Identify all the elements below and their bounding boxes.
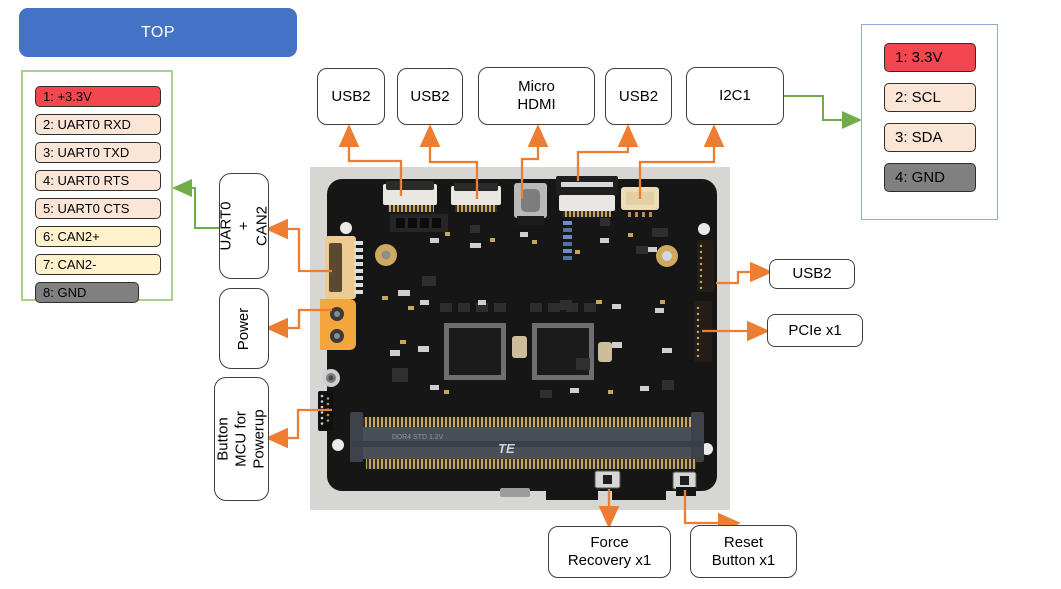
callout-power: Power <box>219 288 269 369</box>
sodimm-marking: DDR4 STD 1.2V <box>392 434 444 441</box>
right-pinout-table: 1: 3.3V 2: SCL 3: SDA 4: GND <box>861 24 998 220</box>
pin-row: 2: SCL <box>884 83 976 112</box>
micro-hdmi-connector <box>514 183 547 225</box>
callout-reset-button: Reset Button x1 <box>690 525 797 578</box>
callout-label: UART0 + CAN2 <box>217 201 270 251</box>
xt30-power-connector <box>320 299 356 350</box>
arrow-usb2-top-2 <box>419 124 479 199</box>
arrow-i2c1 <box>638 124 725 199</box>
callout-label: Power <box>235 307 252 350</box>
callout-i2c1: I2C1 <box>686 67 784 125</box>
callout-usb2-1: USB2 <box>317 68 385 125</box>
pin-row: 4: GND <box>884 163 976 192</box>
callout-usb2-2: USB2 <box>397 68 463 125</box>
uart0-can2-connector <box>325 236 363 299</box>
callout-label: USB2 <box>410 87 450 105</box>
reset-button <box>672 471 697 490</box>
callout-label: USB2 <box>792 265 832 282</box>
callout-label: Force Recovery x1 <box>567 534 652 569</box>
arrow-micro-hdmi <box>520 124 549 199</box>
callout-micro-hdmi: Micro HDMI <box>478 67 595 125</box>
sodimm-brand-logo: TE <box>498 441 515 456</box>
arrow-uart0-can2 <box>265 218 332 273</box>
callout-usb2-right: USB2 <box>769 259 855 289</box>
pin-row: 5: UART0 CTS <box>35 198 161 219</box>
callout-label: USB2 <box>618 87 659 105</box>
callout-label: I2C1 <box>719 87 751 104</box>
pin-row: 3: SDA <box>884 123 976 152</box>
arrow-reset-button <box>683 490 741 534</box>
callout-usb2-3: USB2 <box>605 68 672 125</box>
arrow-usb2-top-1 <box>338 124 403 196</box>
pin-row: 1: +3.3V <box>35 86 161 107</box>
arrow-usb2-top-3 <box>576 124 639 181</box>
top-banner: TOP <box>19 8 297 57</box>
pcb <box>327 179 717 491</box>
top-banner-label: TOP <box>140 23 176 41</box>
chips <box>382 218 674 398</box>
callout-uart0-can2: UART0 + CAN2 <box>217 173 270 279</box>
sodimm-socket: DDR4 STD 1.2V TE <box>350 412 704 469</box>
orange-arrows <box>265 124 773 534</box>
callout-label: Reset Button x1 <box>711 533 776 569</box>
pin-row: 2: UART0 RXD <box>35 114 161 135</box>
usb2-ffc-connector-1 <box>383 181 437 205</box>
pin-row: 7: CAN2- <box>35 254 161 275</box>
callout-pcie: PCIe x1 <box>767 314 863 347</box>
pin-row: 3: UART0 TXD <box>35 142 161 163</box>
arrow-to-left-pinout <box>172 179 219 229</box>
pin-row: 6: CAN2+ <box>35 226 161 247</box>
callout-button-mcu: Button MCU for Powerup <box>214 377 269 501</box>
left-pinout-table: 1: +3.3V 2: UART0 RXD 3: UART0 TXD 4: UA… <box>21 70 173 303</box>
callout-label: Button MCU for Powerup <box>214 409 268 469</box>
arrow-to-right-pinout <box>784 95 862 129</box>
callout-label: Micro HDMI <box>517 78 556 113</box>
arrow-usb2-right <box>716 261 773 285</box>
callout-label: USB2 <box>331 87 371 105</box>
pin-row: 4: UART0 RTS <box>35 170 161 191</box>
green-arrows <box>172 95 862 229</box>
usb2-right-connector <box>697 240 714 292</box>
force-recovery-button <box>594 470 621 489</box>
standoff <box>322 369 340 387</box>
usb2-ffc-connector-3 <box>556 176 618 211</box>
pin-row: 8: GND <box>35 282 139 303</box>
arrow-power <box>265 308 332 339</box>
callout-label: PCIe x1 <box>788 321 842 339</box>
pin-row: 1: 3.3V <box>884 43 976 72</box>
arrow-button-mcu <box>265 408 332 449</box>
callout-force-recovery: Force Recovery x1 <box>548 526 671 578</box>
